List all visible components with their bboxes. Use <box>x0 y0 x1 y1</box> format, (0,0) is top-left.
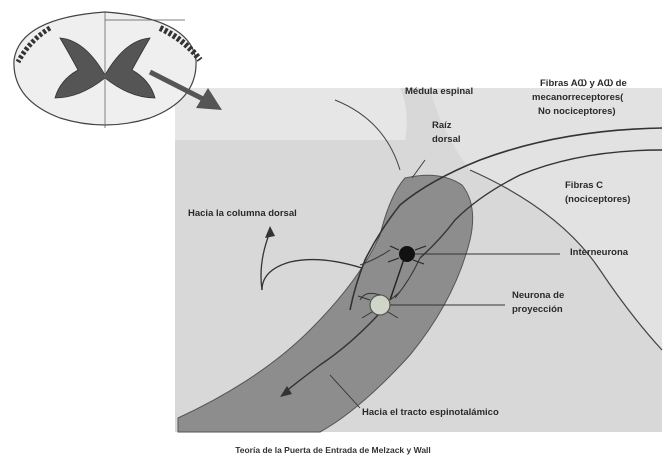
label-neurona-2: proyección <box>512 304 563 315</box>
spinal-cord-cross-section <box>14 12 200 128</box>
label-fibras-c-1: Fibras C <box>565 180 603 191</box>
label-raiz-2: dorsal <box>432 134 461 145</box>
label-neurona-1: Neurona de <box>512 290 564 301</box>
figure-caption: Teoría de la Puerta de Entrada de Melzac… <box>235 445 431 455</box>
label-interneurona: Interneurona <box>570 247 629 258</box>
label-tracto: Hacia el tracto espinotalámico <box>362 407 499 418</box>
label-columna-dorsal: Hacia la columna dorsal <box>188 208 297 219</box>
interneuron-cell <box>399 246 415 262</box>
label-raiz-1: Raíz <box>432 120 452 131</box>
label-fibras-c-2: (nociceptores) <box>565 194 630 205</box>
projection-neuron-cell <box>370 295 390 315</box>
label-fibras-a-3: No nociceptores) <box>538 106 616 117</box>
label-fibras-a-1: Fibras AⲰ y AⲰ de <box>540 78 627 89</box>
label-medula-espinal: Médula espinal <box>405 86 473 97</box>
label-fibras-a-2: mecanorreceptores( <box>532 92 624 103</box>
